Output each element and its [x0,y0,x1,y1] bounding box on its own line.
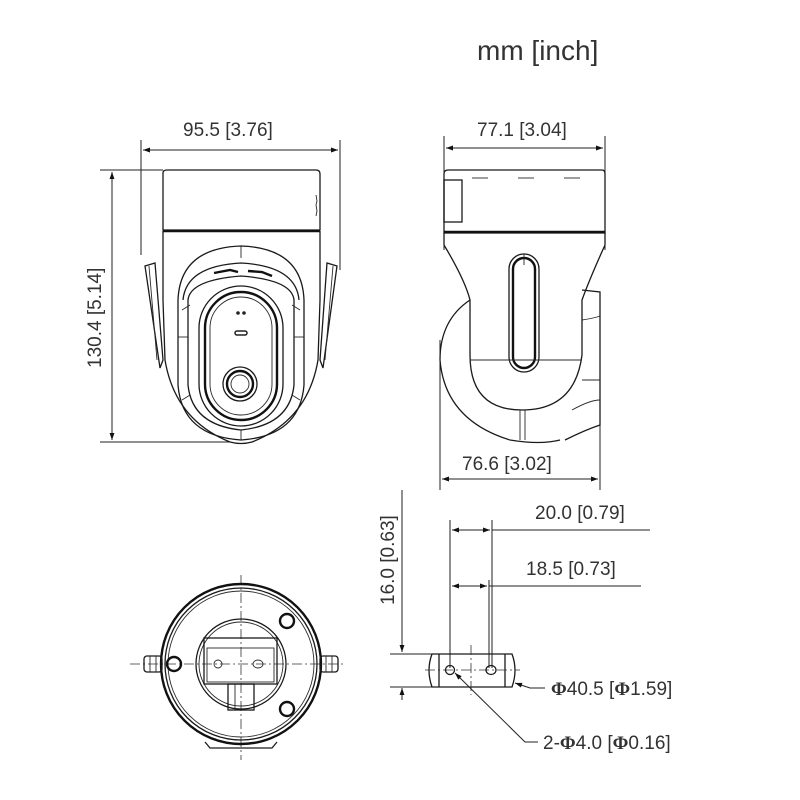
front-height-label: 130.4 [5.14] [85,268,106,368]
inner-spacing-label: 18.5 [0.73] [526,559,616,580]
mount-detail: 16.0 [0.63] 20.0 [0.79] 18.5 [0.73] Φ40.… [378,490,672,754]
holes-label: 2-Φ4.0 [Φ0.16] [543,733,671,754]
mount-height-label: 16.0 [0.63] [378,515,399,605]
side-view: 77.1 [3.04] 76.6 [3.02] [439,120,606,490]
side-top-width-label: 77.1 [3.04] [477,120,567,141]
outer-spacing-label: 20.0 [0.79] [535,503,625,524]
front-width-label: 95.5 [3.76] [183,120,273,141]
bottom-view [130,575,345,760]
side-bottom-width-label: 76.6 [3.02] [462,454,552,475]
front-view: 95.5 [3.76] 130.4 [5.14] [85,120,341,445]
units-label: mm [inch] [477,35,598,66]
diameter-label: Φ40.5 [Φ1.59] [551,679,672,700]
